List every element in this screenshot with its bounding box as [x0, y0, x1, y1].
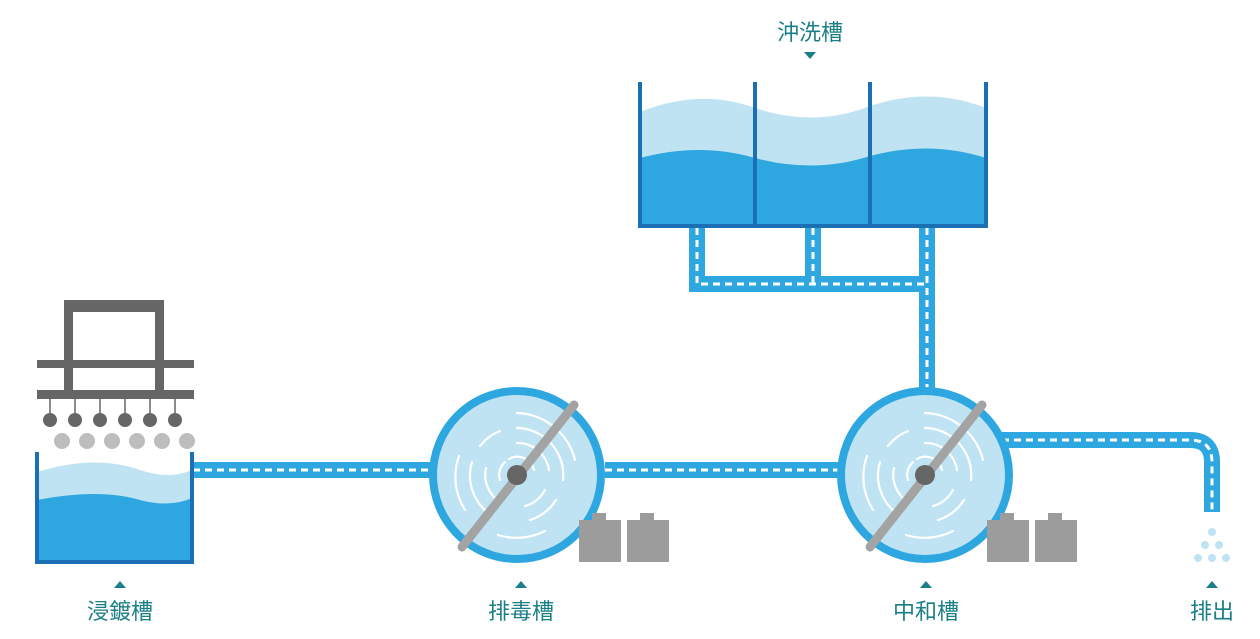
arrow-discharge — [1206, 581, 1218, 588]
arrow-detox-tank — [515, 581, 527, 588]
label-discharge: 排出 — [1190, 600, 1234, 625]
label-neutralization-tank: 中和槽 — [893, 600, 959, 625]
pipe-network — [193, 228, 1220, 512]
label-detox-tank: 排毒槽 — [488, 600, 554, 625]
label-rinse-tank: 沖洗槽 — [777, 21, 843, 46]
immersion-tank — [35, 452, 194, 564]
rack-icon — [37, 300, 194, 427]
arrow-rinse-tank — [804, 52, 816, 59]
barrel-icon — [579, 513, 669, 562]
plated-parts-icon — [54, 433, 195, 449]
rinse-tank — [638, 82, 988, 228]
arrow-neutralization-tank — [920, 581, 932, 588]
barrel-icon — [987, 513, 1077, 562]
detox-tank — [429, 387, 605, 563]
label-immersion-tank: 浸鍍槽 — [87, 600, 153, 625]
droplets-icon — [1194, 528, 1230, 562]
arrow-immersion-tank — [114, 581, 126, 588]
neutralization-tank — [837, 387, 1013, 563]
pipe-to-discharge — [1002, 432, 1220, 512]
